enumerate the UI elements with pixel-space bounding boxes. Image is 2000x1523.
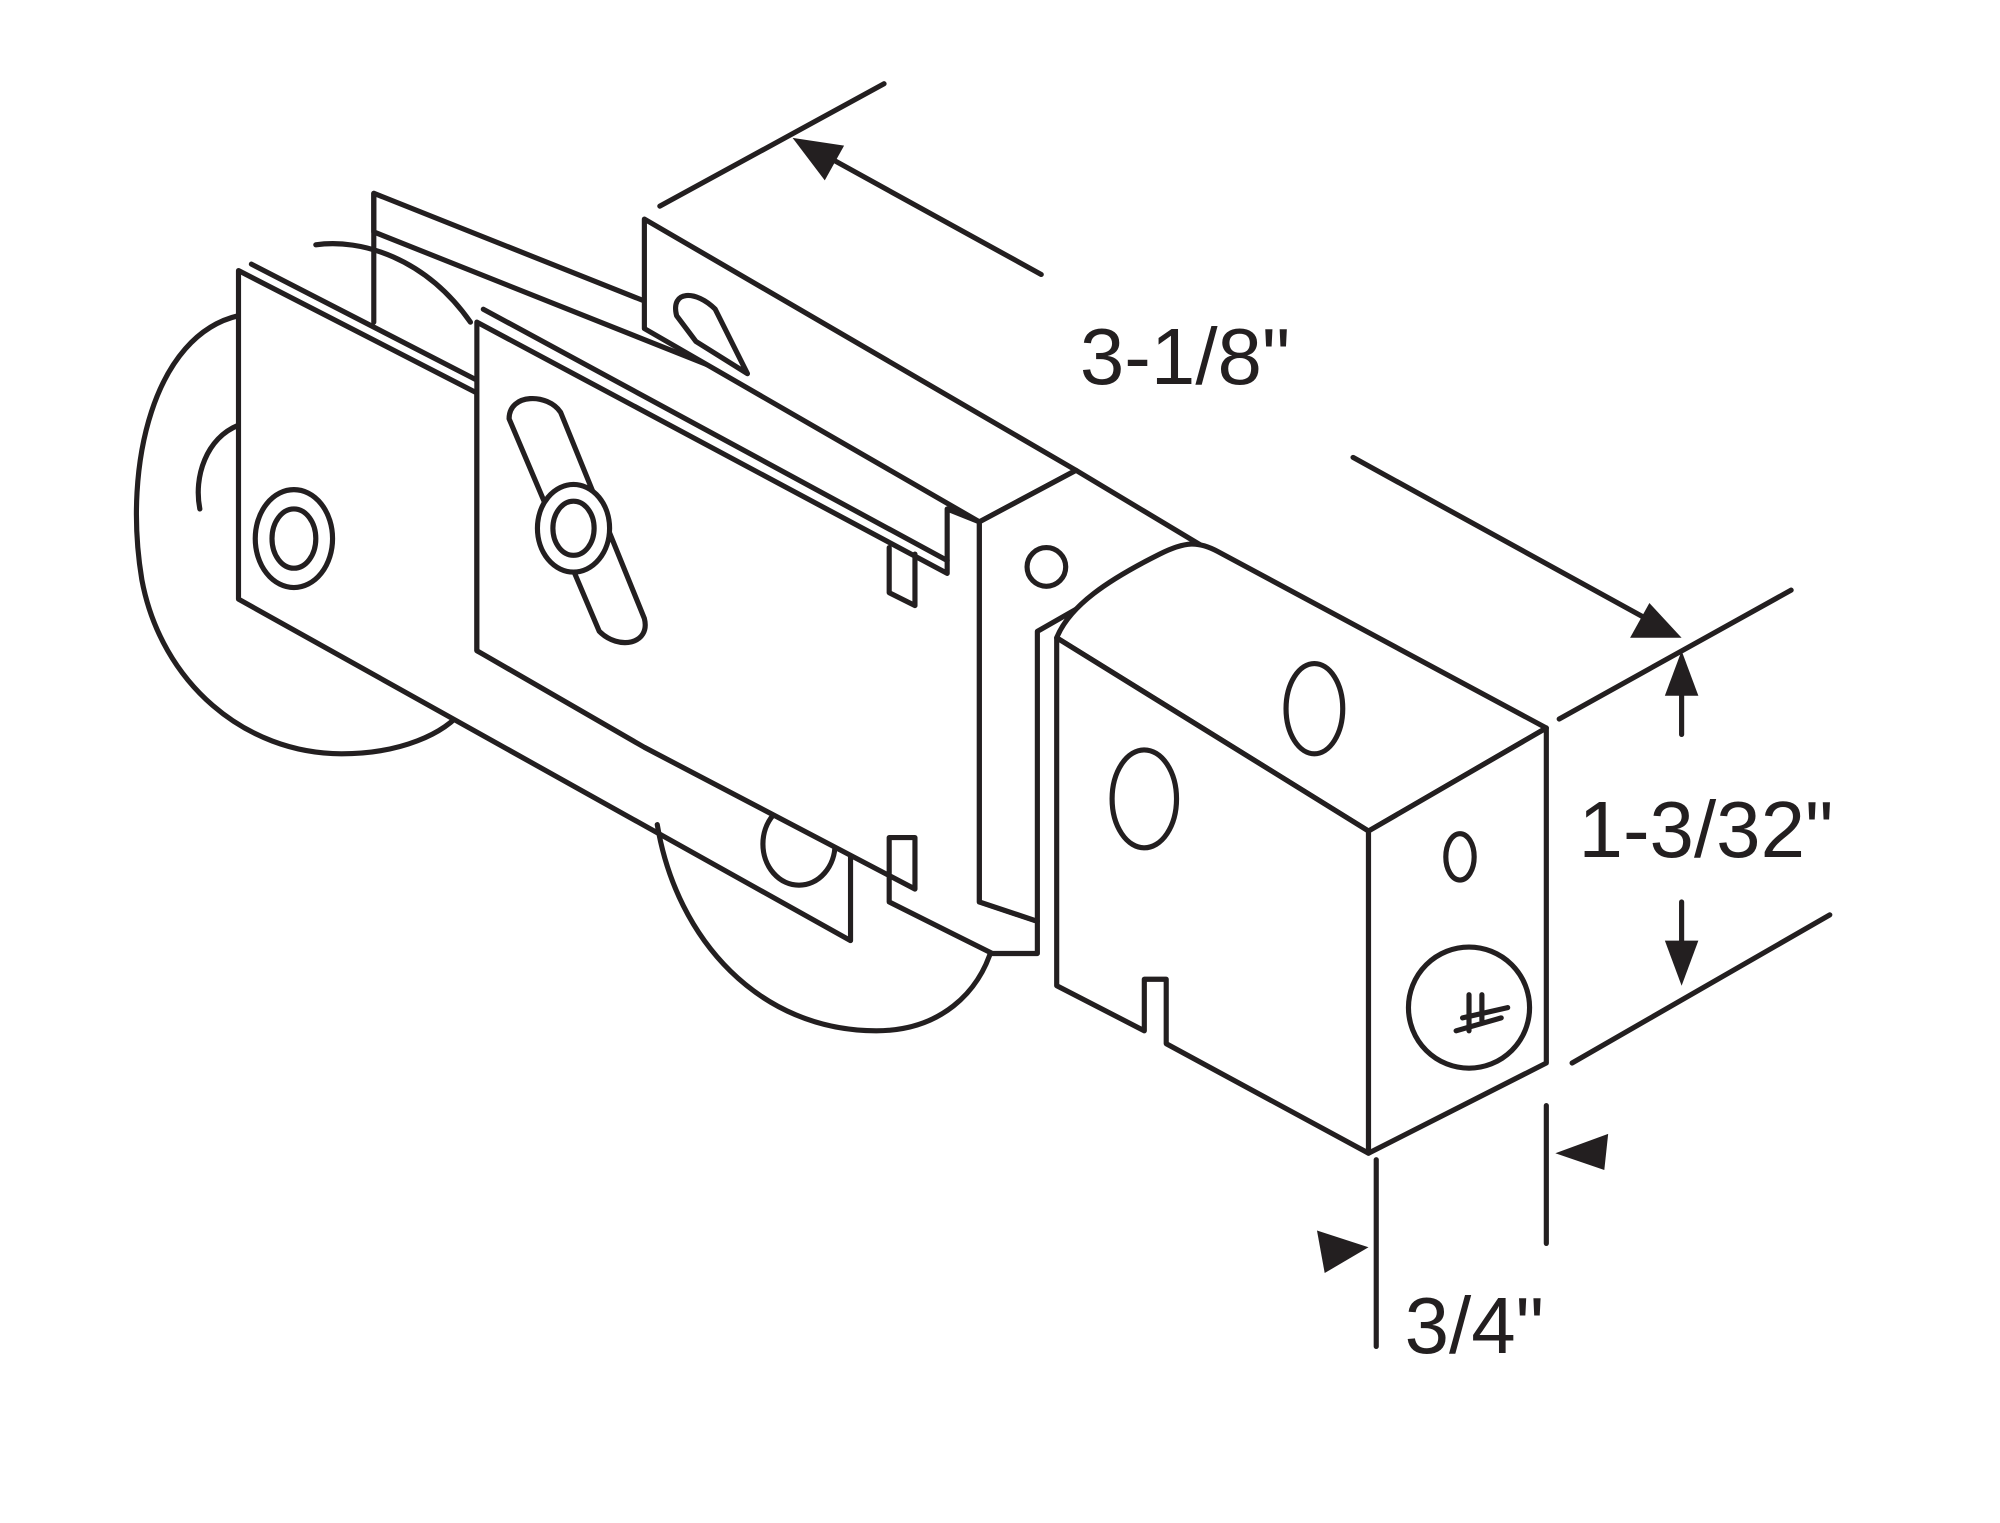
front-plate	[474, 306, 1040, 957]
middle-connector	[976, 467, 1208, 924]
width-label: 3/4"	[1405, 1281, 1544, 1370]
top-hole	[1283, 660, 1346, 757]
dimension-height: 1-3/32"	[1569, 650, 1834, 1066]
height-label: 1-3/32"	[1579, 785, 1834, 874]
dimension-length: 3-1/8"	[657, 81, 1794, 722]
small-hole	[1443, 831, 1477, 883]
end-block	[1054, 541, 1549, 1156]
length-label: 3-1/8"	[1080, 312, 1290, 401]
side-hole	[1109, 747, 1180, 851]
dimension-width: 3/4"	[1316, 1102, 1609, 1370]
phillips-cross-icon	[1453, 992, 1511, 1034]
pin-hole	[1024, 545, 1069, 589]
